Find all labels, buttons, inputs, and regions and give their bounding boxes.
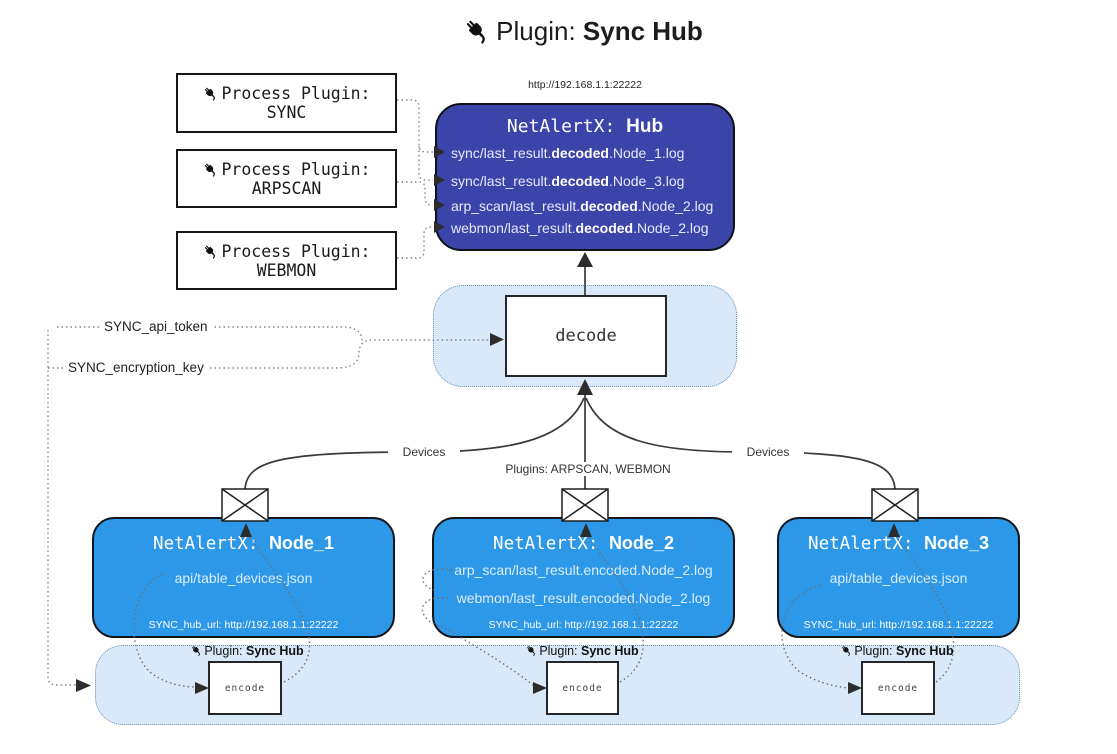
node-file: arp_scan/last_result.encoded.Node_2.log [454, 562, 713, 578]
page-title: Plugin: Sync Hub [24, 16, 1117, 47]
process-plugin-label: Process Plugin: [202, 84, 371, 103]
strip-plugin-label-3: Plugin: Sync Hub [832, 644, 962, 658]
process-plugin-name: SYNC [266, 103, 307, 122]
title-bold: Sync Hub [582, 16, 703, 46]
node-3-box: NetAlertX: Node_3 api/table_devices.json… [777, 517, 1020, 638]
process-plugin-arpscan: Process Plugin: ARPSCAN [176, 149, 397, 208]
plug-icon [205, 245, 216, 259]
node-2-box: NetAlertX: Node_2 arp_scan/last_result.e… [432, 517, 735, 638]
node-title: NetAlertX: Node_1 [153, 533, 334, 554]
plug-icon [467, 20, 485, 44]
encode-label: encode [562, 682, 603, 694]
sync-encryption-key-label: SYNC_encryption_key [64, 360, 208, 375]
node-hub-url: SYNC_hub_url: http://192.168.1.1:22222 [148, 619, 339, 631]
hub-log-1: sync/last_result.decoded.Node_1.log [451, 145, 685, 161]
process-plugin-line1: Process Plugin: [221, 159, 371, 179]
process-plugin-sync: Process Plugin: SYNC [176, 73, 397, 133]
arrowhead-into-hub [577, 252, 593, 267]
arrowhead-keys-into-strip [76, 679, 91, 692]
process-plugin-label: Process Plugin: [202, 159, 371, 179]
hub-title: NetAlertX: Hub [437, 116, 733, 138]
node-title: NetAlertX: Node_3 [808, 533, 989, 554]
encode-box-3: encode [861, 661, 935, 715]
hub-log-3: arp_scan/last_result.decoded.Node_2.log [451, 198, 714, 214]
node-hub-url: SYNC_hub_url: http://192.168.1.1:22222 [488, 619, 679, 631]
plug-icon [527, 646, 536, 656]
node-file: api/table_devices.json [829, 570, 968, 586]
hub-log-2: sync/last_result.decoded.Node_3.log [451, 173, 685, 189]
plug-icon [192, 646, 201, 656]
node-1-box: NetAlertX: Node_1 api/table_devices.json… [92, 517, 395, 638]
connector-sync-log2 [418, 146, 433, 181]
plug-icon [205, 163, 216, 177]
decode-box: decode [505, 295, 667, 377]
connector-webmon-log4 [397, 226, 433, 259]
hub-title-bold: Hub [626, 116, 664, 137]
hub-title-prefix: NetAlertX: [506, 116, 627, 137]
title-prefix: Plugin: [496, 16, 583, 46]
process-plugin-label: Process Plugin: [202, 241, 371, 261]
devices-label-left: Devices [388, 445, 460, 459]
strip-plugin-label-2: Plugin: Sync Hub [517, 644, 647, 658]
hub-url: http://192.168.1.1:22222 [528, 79, 642, 91]
edge-devices-left [244, 397, 585, 491]
process-plugin-webmon: Process Plugin: WEBMON [176, 231, 397, 290]
encode-label: encode [224, 682, 266, 694]
encode-box-1: encode [208, 661, 282, 715]
hub-log-4: webmon/last_result.decoded.Node_2.log [451, 220, 709, 236]
plug-icon [842, 646, 851, 656]
node-file: api/table_devices.json [174, 570, 313, 586]
encode-box-2: encode [546, 661, 619, 715]
connector-arpscan-log3 [397, 181, 433, 206]
sync-api-token-label: SYNC_api_token [100, 319, 212, 334]
process-plugin-name: ARPSCAN [251, 178, 322, 198]
process-plugin-line1: Process Plugin: [221, 84, 371, 103]
process-plugin-name: WEBMON [256, 260, 317, 280]
devices-label-right: Devices [732, 445, 804, 459]
decode-label: decode [555, 326, 617, 346]
node-file: webmon/last_result.encoded.Node_2.log [456, 590, 711, 606]
encode-label: encode [877, 682, 919, 694]
node-title: NetAlertX: Node_2 [493, 533, 674, 554]
connector-keys-to-strip [47, 330, 76, 686]
plugins-label-center: Plugins: ARPSCAN, WEBMON [485, 462, 691, 476]
process-plugin-line1: Process Plugin: [221, 241, 371, 261]
connector-sync-log1 [397, 99, 433, 153]
node-hub-url: SYNC_hub_url: http://192.168.1.1:22222 [803, 619, 994, 631]
hub-box: NetAlertX: Hub sync/last_result.decoded.… [435, 103, 735, 251]
edge-devices-right [585, 397, 896, 491]
strip-plugin-label-1: Plugin: Sync Hub [182, 644, 312, 658]
plug-icon [205, 87, 216, 101]
